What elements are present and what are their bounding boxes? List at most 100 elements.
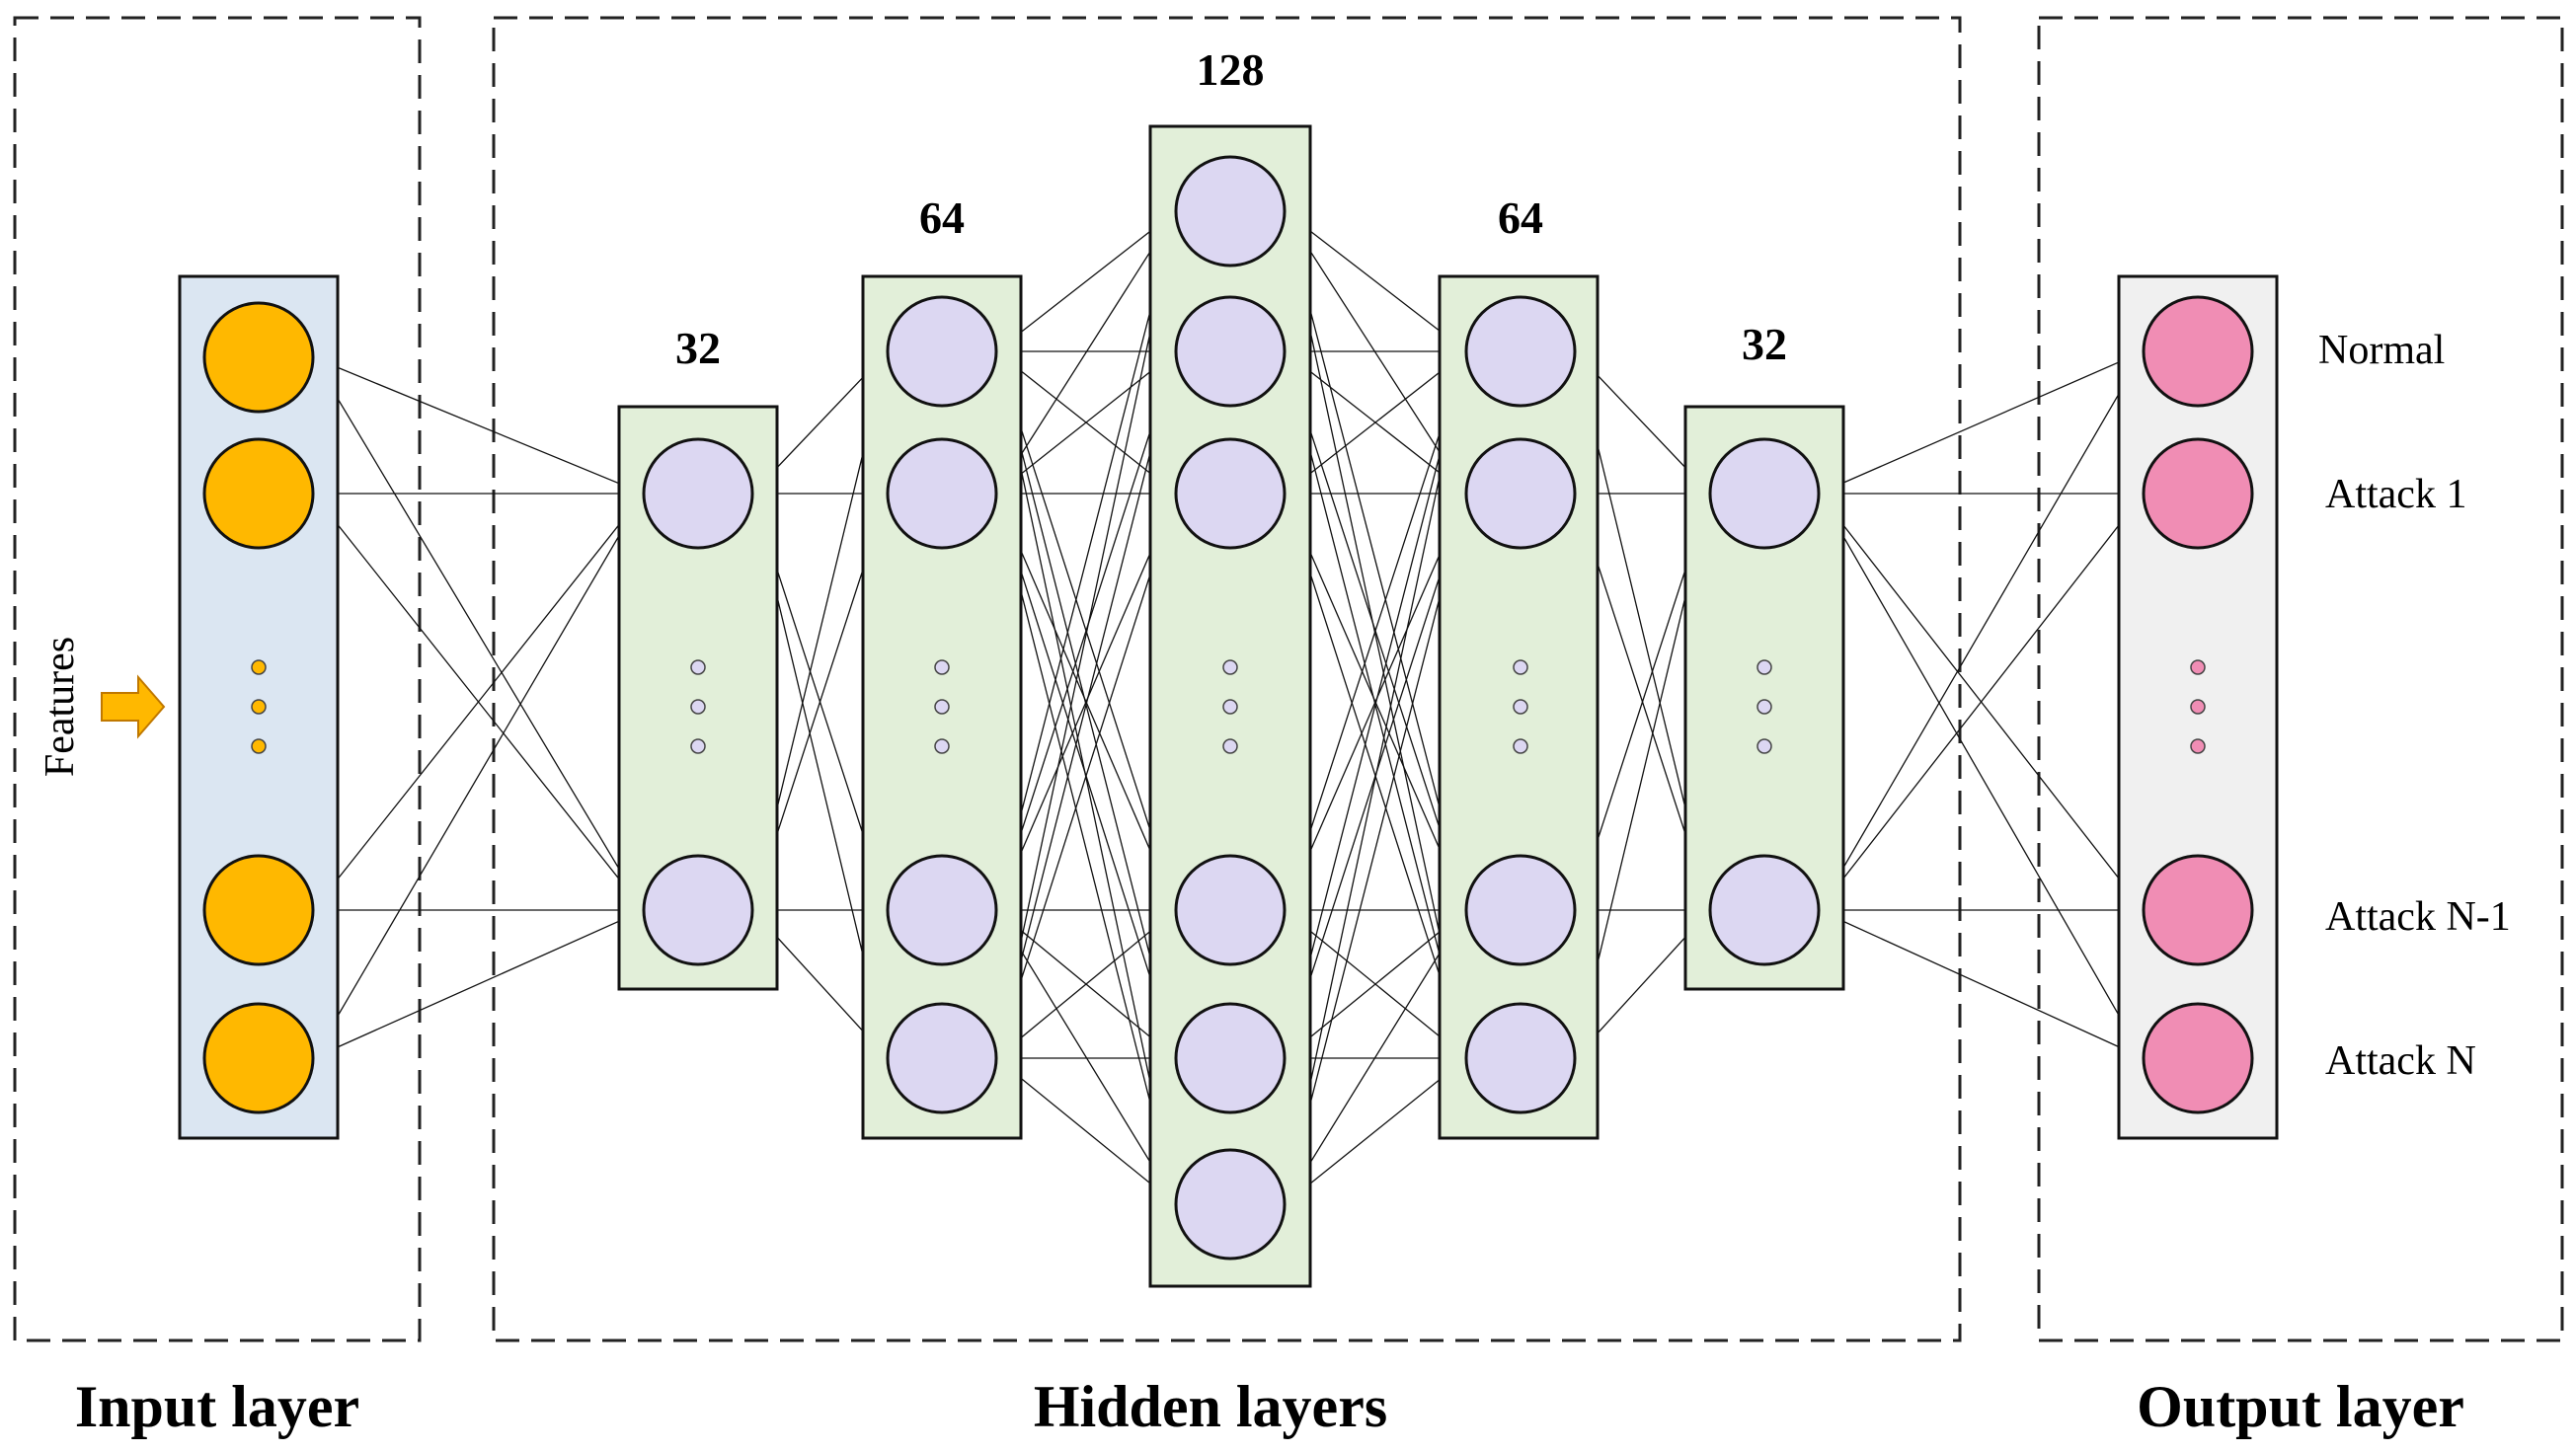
input-neuron xyxy=(202,301,315,414)
connection-line xyxy=(1818,350,2145,911)
connection-line xyxy=(1284,350,1467,1205)
layer-size-label: 32 xyxy=(675,323,721,373)
connection-line xyxy=(1284,210,1467,1059)
ellipsis-dots xyxy=(251,659,2206,754)
hidden-5-neuron xyxy=(1708,854,1821,966)
output-neuron xyxy=(2142,854,2254,966)
output-class-label: Attack 1 xyxy=(2325,472,2466,517)
connection-line xyxy=(312,493,645,911)
hidden-2-ellipsis-dot xyxy=(934,738,950,754)
hidden-4-neuron xyxy=(1464,295,1577,408)
hidden-2-neuron xyxy=(886,1002,998,1114)
hidden-4-ellipsis-dot xyxy=(1513,659,1528,675)
features-arrow-icon xyxy=(101,674,166,739)
output-layer-title: Output layer xyxy=(2137,1374,2464,1439)
hidden-2-neuron xyxy=(886,437,998,550)
input-neuron xyxy=(202,854,315,966)
connection-line xyxy=(995,493,1177,911)
hidden-3-ellipsis-dot xyxy=(1222,699,1238,715)
output-neuron xyxy=(2142,437,2254,550)
connection-line xyxy=(1284,350,1467,911)
connection-line xyxy=(1284,1057,1467,1205)
neurons xyxy=(202,155,2254,1261)
output-class-label: Attack N-1 xyxy=(2325,894,2511,940)
hidden-5-ellipsis-dot xyxy=(1756,699,1772,715)
hidden-5-ellipsis-dot xyxy=(1756,738,1772,754)
output-neuron xyxy=(2142,1002,2254,1114)
output-ellipsis-dot xyxy=(2190,699,2206,715)
hidden-1-neuron xyxy=(642,437,754,550)
hidden-4-neuron xyxy=(1464,437,1577,550)
hidden-2-ellipsis-dot xyxy=(934,659,950,675)
hidden-3-ellipsis-dot xyxy=(1222,738,1238,754)
hidden-1-ellipsis-dot xyxy=(690,738,706,754)
connection-line xyxy=(312,909,645,1059)
connection-line xyxy=(995,210,1177,1059)
input-ellipsis-dot xyxy=(251,699,267,715)
hidden-5-ellipsis-dot xyxy=(1756,659,1772,675)
connection-line xyxy=(312,356,645,495)
output-section-box xyxy=(2037,16,2564,1342)
output-class-label: Attack N xyxy=(2325,1038,2476,1084)
hidden-3-neuron xyxy=(1174,437,1287,550)
connection-line xyxy=(1284,210,1467,352)
connection-line xyxy=(312,356,645,911)
hidden-3-neuron xyxy=(1174,295,1287,408)
connection-line xyxy=(995,493,1177,1059)
output-ellipsis-dot xyxy=(2190,738,2206,754)
connection-line xyxy=(1284,350,1467,1059)
connection-line xyxy=(995,210,1177,495)
hidden-3-neuron xyxy=(1174,155,1287,268)
layer-size-label: 128 xyxy=(1197,44,1265,95)
hidden-3-ellipsis-dot xyxy=(1222,659,1238,675)
layer-size-label: 64 xyxy=(919,192,965,243)
hidden-layers-title: Hidden layers xyxy=(1034,1374,1387,1439)
output-ellipsis-dot xyxy=(2190,659,2206,675)
connection-line xyxy=(1818,909,2145,1059)
hidden-3-neuron xyxy=(1174,1148,1287,1261)
features-label: Features xyxy=(38,637,83,777)
hidden-3-neuron xyxy=(1174,854,1287,966)
connection-line xyxy=(995,350,1177,911)
hidden-1-ellipsis-dot xyxy=(690,659,706,675)
input-neuron xyxy=(202,437,315,550)
hidden-2-ellipsis-dot xyxy=(934,699,950,715)
layer-size-label: 64 xyxy=(1498,192,1543,243)
layer-size-label: 32 xyxy=(1742,319,1787,369)
connection-line xyxy=(1818,493,2145,1059)
connection-line xyxy=(1818,350,2145,495)
input-section-box xyxy=(13,16,422,1342)
hidden-4-ellipsis-dot xyxy=(1513,699,1528,715)
connection-line xyxy=(1284,493,1467,1205)
connection-line xyxy=(995,210,1177,352)
connection-line xyxy=(312,493,645,1059)
hidden-3-neuron xyxy=(1174,1002,1287,1114)
hidden-4-neuron xyxy=(1464,1002,1577,1114)
connection-line xyxy=(995,350,1177,495)
connection-line xyxy=(995,493,1177,1205)
hidden-1-neuron xyxy=(642,854,754,966)
connection-line xyxy=(995,909,1177,1205)
hidden-4-neuron xyxy=(1464,854,1577,966)
connection-line xyxy=(995,1057,1177,1205)
output-class-label: Normal xyxy=(2318,328,2445,373)
connection-line xyxy=(1818,493,2145,911)
input-ellipsis-dot xyxy=(251,738,267,754)
input-ellipsis-dot xyxy=(251,659,267,675)
hidden-4-ellipsis-dot xyxy=(1513,738,1528,754)
connection-line xyxy=(995,210,1177,911)
connection-line xyxy=(995,909,1177,1059)
connection-line xyxy=(1284,350,1467,495)
hidden-2-neuron xyxy=(886,295,998,408)
hidden-section-box xyxy=(492,16,1962,1342)
hidden-2-neuron xyxy=(886,854,998,966)
input-neuron xyxy=(202,1002,315,1114)
connection-line xyxy=(995,350,1177,1059)
input-layer-title: Input layer xyxy=(75,1374,359,1439)
connection-line xyxy=(1284,909,1467,1205)
hidden-5-neuron xyxy=(1708,437,1821,550)
connection-line xyxy=(1284,210,1467,911)
hidden-1-ellipsis-dot xyxy=(690,699,706,715)
connection-line xyxy=(1284,493,1467,911)
